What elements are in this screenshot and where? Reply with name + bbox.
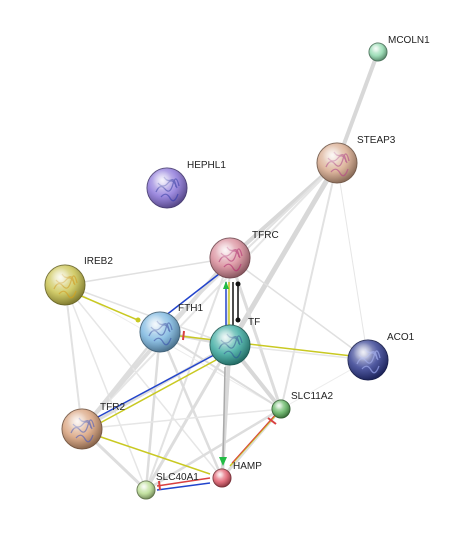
node-gloss bbox=[348, 340, 388, 380]
edges-layer bbox=[64, 51, 380, 492]
edge-steap3-slc11a2 bbox=[280, 162, 338, 410]
edge-slc11a2-slc40a1 bbox=[145, 407, 282, 492]
node-gloss bbox=[147, 168, 187, 208]
edge-tf-hamp-line bbox=[222, 366, 226, 463]
edge-steap3-tfr2 bbox=[81, 162, 338, 430]
edge-tfrc-tf-dot-a bbox=[235, 281, 241, 287]
node-gloss bbox=[45, 265, 85, 305]
edge-fth1-tfr2 bbox=[81, 331, 161, 430]
node-slc11a2[interactable]: SLC11A2 bbox=[271, 391, 334, 419]
edge-slc11a2-hamp-yellow bbox=[229, 415, 276, 467]
edge-tfrc-ireb2 bbox=[64, 257, 231, 286]
node-label-fth1: FTH1 bbox=[178, 303, 203, 314]
edge-tfr2-hamp-yellow bbox=[97, 435, 211, 475]
edge-tfrc-tf-arrow-green bbox=[223, 281, 229, 289]
edge-hamp-slc40a1-red bbox=[156, 477, 211, 487]
edge-tf-hamp-arrow-green bbox=[219, 457, 227, 466]
node-tfr2[interactable]: TFR2 bbox=[61, 402, 125, 450]
node-label-ireb2: IREB2 bbox=[84, 256, 113, 267]
node-label-steap3: STEAP3 bbox=[357, 135, 396, 146]
node-hamp[interactable]: HAMP bbox=[212, 461, 262, 488]
node-label-tf: TF bbox=[248, 317, 260, 328]
node-gloss bbox=[210, 325, 250, 365]
node-label-hamp: HAMP bbox=[233, 461, 262, 472]
edge-fth1-slc11a2 bbox=[159, 331, 282, 410]
edge-tf-aco1 bbox=[229, 344, 369, 361]
edge-slc11a2-hamp-red bbox=[231, 413, 277, 464]
edge-ireb2-tf bbox=[64, 284, 231, 346]
edge-tf-tfr2-blue bbox=[95, 354, 215, 419]
edge-tf-slc40a1 bbox=[144, 344, 232, 491]
node-slc40a1[interactable]: SLC40A1 bbox=[136, 472, 199, 500]
edge-ireb2-slc40a1 bbox=[64, 284, 147, 491]
node-mcoln1[interactable]: MCOLN1 bbox=[368, 35, 430, 62]
node-aco1[interactable]: ACO1 bbox=[347, 332, 415, 381]
edge-fth1-aco1-yellow bbox=[179, 335, 353, 357]
node-steap3[interactable]: STEAP3 bbox=[316, 135, 396, 184]
edge-fth1-slc40a1 bbox=[144, 331, 162, 491]
node-fth1[interactable]: FTH1 bbox=[139, 303, 203, 353]
edge-ireb2-hamp bbox=[64, 284, 223, 479]
edge-ireb2-fth1-dot bbox=[135, 317, 141, 323]
edge-tfrc-tf-dot-b bbox=[235, 317, 241, 323]
node-gloss bbox=[272, 400, 290, 418]
edge-tf-tfr2-yellow bbox=[99, 359, 217, 424]
edge-fth1-hamp bbox=[158, 331, 224, 479]
node-label-mcoln1: MCOLN1 bbox=[388, 35, 430, 46]
node-tfrc[interactable]: TFRC bbox=[209, 230, 279, 279]
node-label-aco1: ACO1 bbox=[387, 332, 415, 343]
node-gloss bbox=[369, 43, 387, 61]
edge-fth1-aco1-bar bbox=[182, 330, 185, 341]
edge-steap3-aco1 bbox=[336, 162, 369, 361]
node-label-tfrc: TFRC bbox=[252, 230, 279, 241]
node-ireb2[interactable]: IREB2 bbox=[44, 256, 113, 306]
edge-tfrc-aco1 bbox=[229, 257, 369, 361]
edge-hamp-slc40a1-bar bbox=[158, 480, 161, 491]
node-gloss bbox=[213, 469, 231, 487]
edge-tfrc-fth1-blue bbox=[164, 273, 220, 317]
edge-hamp-slc40a1-blue bbox=[156, 482, 211, 491]
edge-ireb2-fth1-yellow bbox=[71, 291, 141, 322]
node-gloss bbox=[317, 143, 357, 183]
node-label-slc40a1: SLC40A1 bbox=[156, 472, 199, 483]
node-label-tfr2: TFR2 bbox=[100, 402, 125, 413]
node-label-slc11a2: SLC11A2 bbox=[291, 391, 334, 402]
edge-slc11a2-hamp-bar bbox=[267, 417, 277, 425]
node-gloss bbox=[140, 312, 180, 352]
node-gloss bbox=[62, 409, 102, 449]
edge-tfrc-slc40a1 bbox=[145, 257, 231, 491]
node-hephl1[interactable]: HEPHL1 bbox=[146, 160, 226, 209]
node-label-hephl1: HEPHL1 bbox=[187, 160, 226, 171]
edge-ireb2-tfr2 bbox=[64, 284, 83, 430]
node-gloss bbox=[137, 481, 155, 499]
node-tf[interactable]: TF bbox=[209, 317, 260, 366]
node-gloss bbox=[210, 238, 250, 278]
edge-slc11a2-tfr2 bbox=[81, 408, 282, 430]
